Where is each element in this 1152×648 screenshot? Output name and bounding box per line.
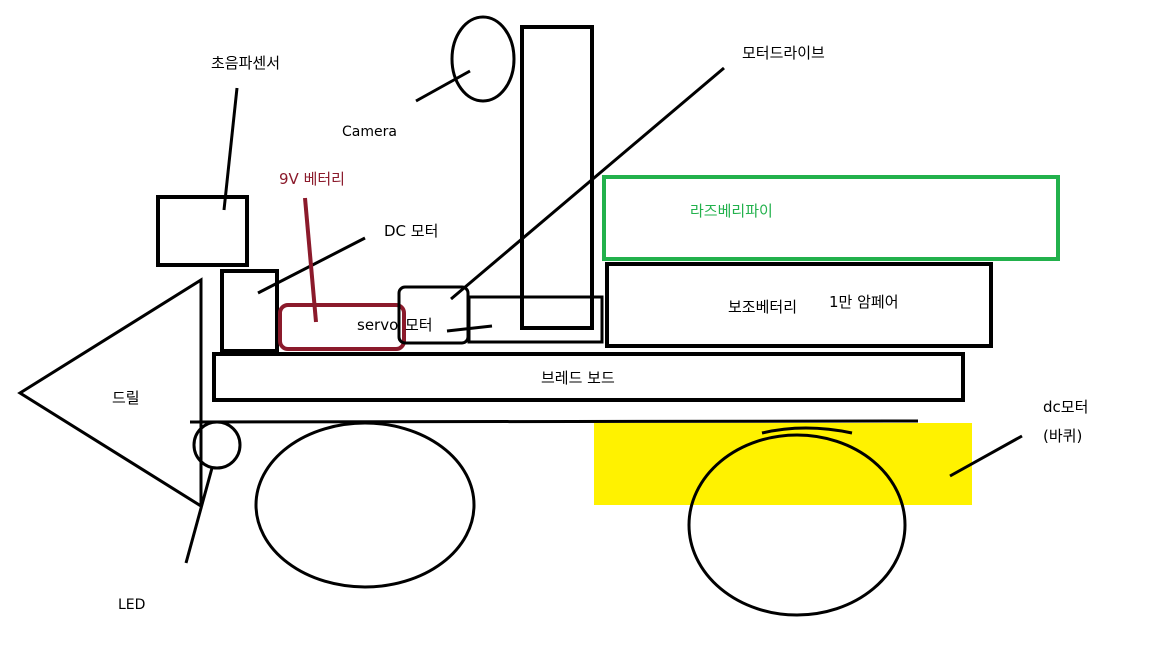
battery-9v-label: 9V 베터리 bbox=[279, 170, 345, 188]
aux-battery-label: 보조베터리 bbox=[728, 298, 798, 316]
camera-shape bbox=[450, 15, 516, 103]
wheel-motor-label-line2: (바퀴) bbox=[1043, 427, 1083, 445]
breadboard-shape bbox=[212, 352, 965, 402]
led-shape bbox=[192, 420, 242, 470]
wheel-motor-pointer bbox=[949, 434, 1023, 478]
motor-driver-label: 모터드라이브 bbox=[742, 44, 825, 62]
raspberry-pi-shape bbox=[602, 175, 1060, 261]
led-pointer bbox=[184, 467, 214, 564]
rear-wheel bbox=[687, 433, 907, 617]
battery-9v-pointer bbox=[303, 197, 318, 323]
rear-wheel-arc bbox=[761, 426, 853, 435]
servo-motor-label-a: servo bbox=[357, 316, 399, 334]
ultrasonic-sensor-label: 초음파센서 bbox=[211, 54, 281, 72]
drill-shape bbox=[17, 277, 203, 509]
servo-motor-label-b: 모터 bbox=[405, 316, 433, 334]
drill-label: 드릴 bbox=[112, 389, 140, 407]
led-label: LED bbox=[118, 597, 146, 613]
wheel-motor-label-line1: dc모터 bbox=[1043, 398, 1089, 416]
servo-motor-shape bbox=[397, 285, 470, 345]
motor-driver-shape bbox=[467, 295, 604, 344]
front-wheel bbox=[254, 421, 476, 589]
camera-mast bbox=[520, 25, 594, 330]
battery-9v-shape bbox=[278, 303, 406, 351]
camera-pointer bbox=[415, 69, 471, 103]
dc-motor-label: DC 모터 bbox=[384, 222, 439, 240]
aux-battery-shape bbox=[605, 262, 993, 348]
ultrasonic-sensor-pointer bbox=[222, 87, 239, 211]
raspberry-pi-label: 라즈베리파이 bbox=[690, 202, 773, 220]
aux-battery-capacity-label: 1만 암페어 bbox=[829, 293, 899, 311]
dc-motor-shape bbox=[220, 269, 279, 353]
motor-driver-pointer bbox=[450, 66, 725, 301]
chassis-line bbox=[189, 419, 919, 424]
ultrasonic-sensor-shape bbox=[156, 195, 249, 267]
camera-label: Camera bbox=[342, 124, 397, 140]
breadboard-label: 브레드 보드 bbox=[541, 369, 615, 387]
